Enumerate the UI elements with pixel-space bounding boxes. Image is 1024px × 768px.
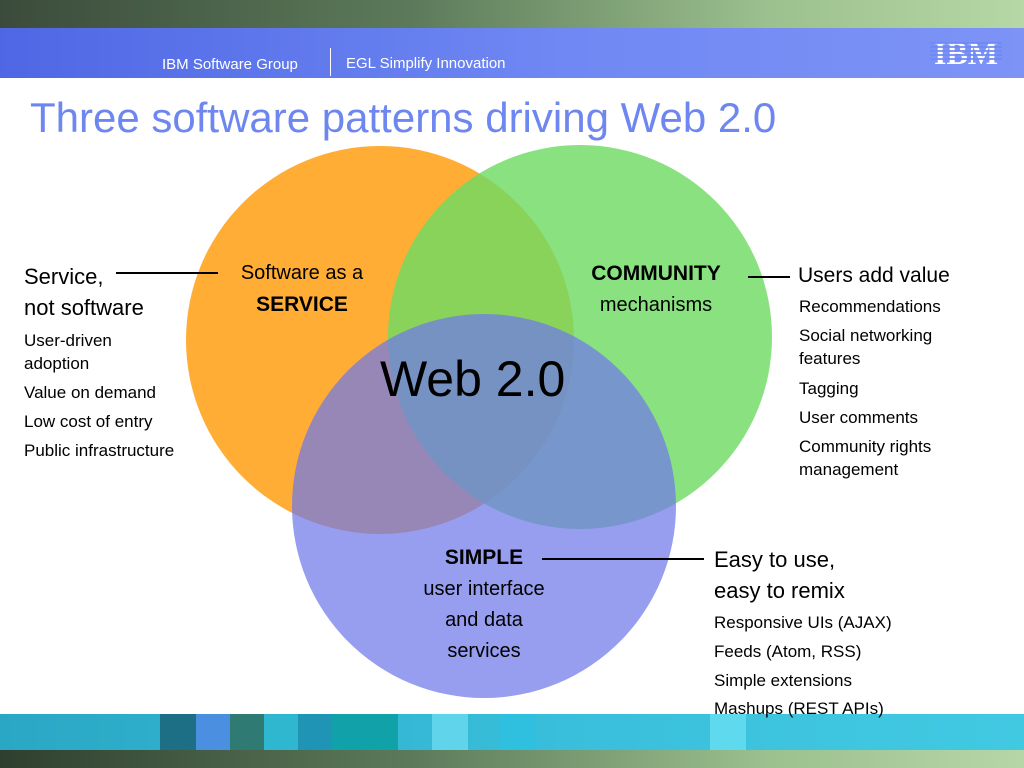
header-divider [330,48,331,76]
simple-circle-label-line4: services [447,640,521,662]
decorative-tile [332,714,398,750]
community-callout: Users add value [798,264,950,287]
decorative-tile [298,714,332,750]
ibm-logo-text: IBM [934,36,998,70]
service-connector-line [116,272,218,274]
service-bullet: Public infrastructure [24,441,175,460]
simple-bullet: Mashups (REST APIs) [714,699,884,718]
service-bullet: Low cost of entry [24,412,153,431]
simple-bullet: Responsive UIs (AJAX) [714,613,892,632]
service-circle-label-line2: SERVICE [256,293,348,316]
service-callout-line2: not software [24,295,144,320]
community-connector-line [748,276,790,278]
brand-label: IBM Software Group [162,56,298,73]
page-title: Three software patterns driving Web 2.0 [30,94,777,141]
simple-bullet: Simple extensions [714,671,852,690]
service-circle-label-line1: Software as a [240,262,364,284]
simple-circle [292,314,676,698]
decorative-tile [432,714,468,750]
decorative-tile [264,714,298,750]
decorative-tile [230,714,264,750]
decorative-tile [500,714,536,750]
header-bar [0,28,1024,78]
simple-callout-line2: easy to remix [714,578,845,603]
simple-circle-label-line2: user interface [423,578,545,600]
bottom-decorative-strip [0,750,1024,768]
service-bullet: Value on demand [24,383,157,402]
simple-circle-label-line1: SIMPLE [444,546,524,569]
ibm-logo: IBM [930,36,1002,70]
simple-circle-label-line3: and data [445,609,523,631]
community-bullet: Social networking features [799,326,933,368]
decorative-tile [160,714,196,750]
community-circle-label-line1: COMMUNITY [591,262,721,285]
service-bullet: User-driven adoption [24,331,112,373]
simple-callout-line1: Easy to use, [714,547,836,572]
venn-center-label: Web 2.0 [380,351,566,407]
simple-bullet: Feeds (Atom, RSS) [714,642,862,661]
decorative-tile [710,714,746,750]
community-circle-label-line2: mechanisms [599,294,713,316]
community-bullet: Tagging [799,379,859,398]
community-bullet: Community rights management [799,437,932,479]
community-bullet: User comments [799,408,919,427]
simple-connector-line [542,558,704,560]
service-callout-line1: Service, [24,264,104,289]
header-subtitle: EGL Simplify Innovation [346,55,506,72]
decorative-tile [196,714,230,750]
top-decorative-strip [0,0,1024,28]
community-bullet: Recommendations [799,297,941,316]
